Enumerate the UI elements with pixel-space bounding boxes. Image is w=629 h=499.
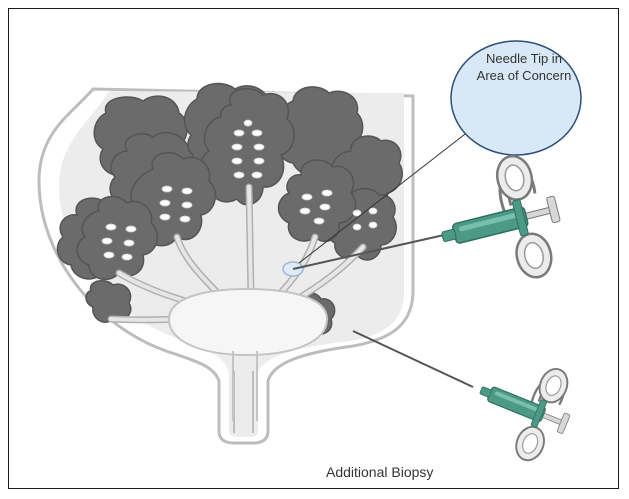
lactiferous-sinus — [169, 289, 327, 355]
lower-syringe-icon — [463, 345, 585, 469]
lower-needle — [353, 331, 473, 387]
biopsy-figure: Needle Tip in Area of Concern Additional… — [8, 8, 619, 489]
callout-line-1: Needle Tip in — [457, 50, 591, 67]
additional-biopsy-label: Additional Biopsy — [326, 464, 526, 480]
callout-text: Needle Tip in Area of Concern — [457, 50, 591, 84]
upper-syringe-icon — [428, 148, 572, 297]
callout-line-2: Area of Concern — [457, 67, 591, 84]
